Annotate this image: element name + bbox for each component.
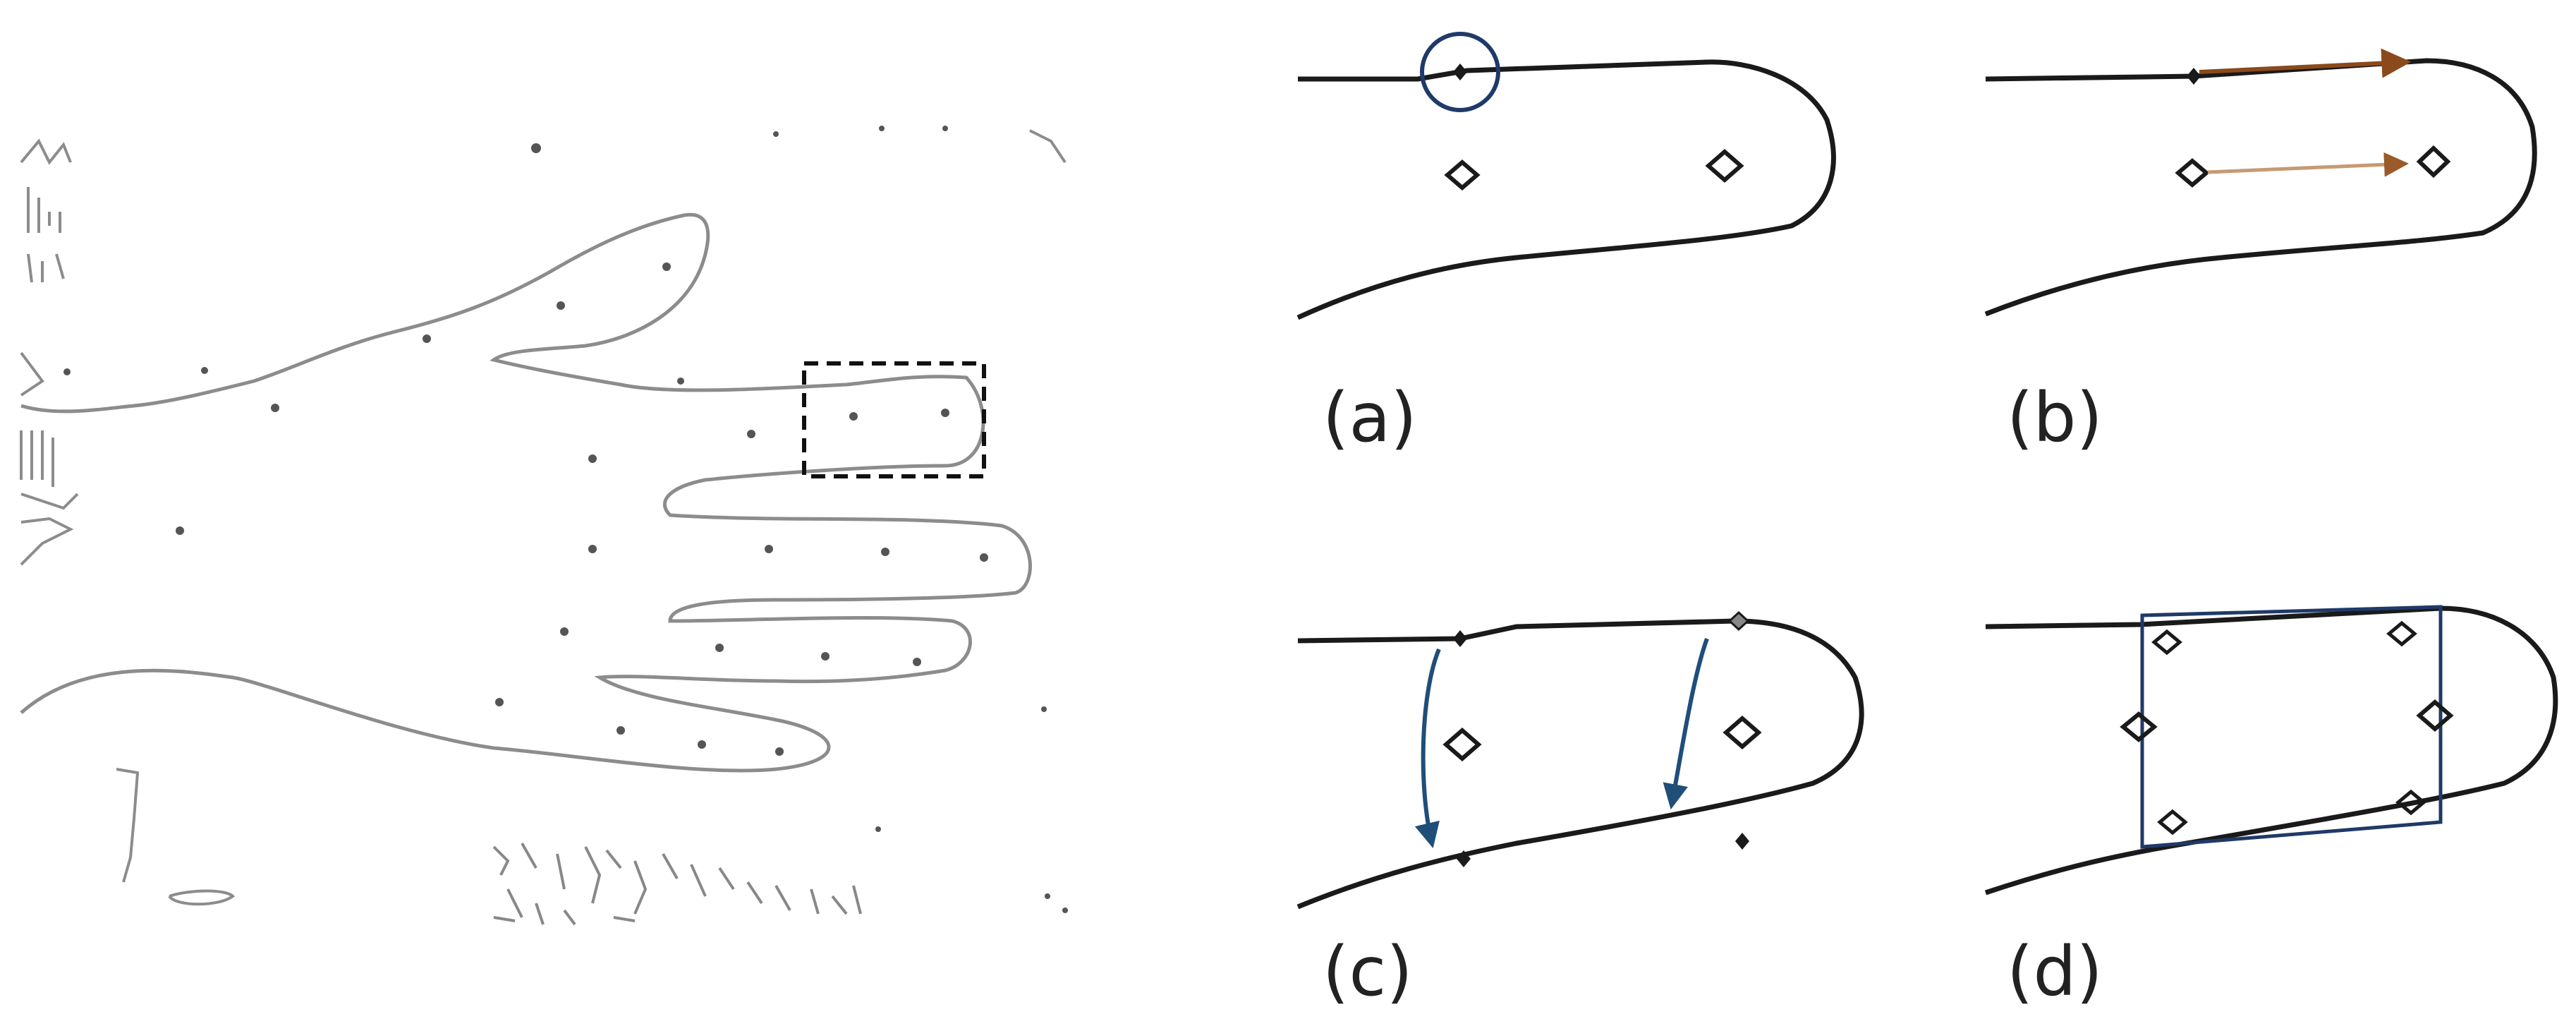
edge-noise-left (20, 129, 1067, 906)
finger-contour-d (1984, 605, 2558, 896)
landmark-marker-d3 (2120, 711, 2158, 742)
vertex-marker-c2 (1727, 610, 1750, 632)
landmark-marker-b2 (2416, 145, 2451, 179)
bounding-quad (2140, 605, 2443, 849)
panel-label-a: (a) (1323, 378, 1417, 457)
panel-label-b: (b) (2007, 378, 2103, 457)
landmark-marker-a2 (1705, 149, 1744, 183)
arrow-icon-b-top (2199, 48, 2412, 78)
vertex-marker-c1 (1453, 630, 1467, 647)
landmark-marker-c2 (1723, 716, 1762, 749)
vertex-marker-c4 (1735, 833, 1749, 850)
landmark-marker-d1 (2151, 629, 2182, 656)
panel-d: (d) (1984, 605, 2558, 1011)
hand-outline (20, 212, 1032, 773)
finger-contour-a (1296, 59, 1836, 320)
arrow-icon-c-right (1663, 637, 1709, 810)
hand-landmarks (63, 126, 1068, 913)
panel-c: (c) (1296, 610, 1864, 1011)
vertex-marker-a (1453, 64, 1467, 80)
landmark-marker-d4 (2416, 699, 2454, 732)
edge-noise-bottom (492, 843, 862, 926)
landmark-marker-d5 (2157, 809, 2188, 836)
hand-contour-image (20, 126, 1068, 926)
panel-a: (a) (1296, 32, 1836, 457)
highlight-circle (1420, 32, 1500, 112)
vertex-marker-c3 (1457, 850, 1471, 867)
panel-label-d: (d) (2007, 932, 2103, 1011)
landmark-marker-d6 (2395, 789, 2426, 816)
landmark-marker-b1 (2175, 158, 2210, 188)
panel-label-c: (c) (1323, 932, 1413, 1011)
arrow-icon-c-left (1414, 648, 1441, 849)
selected-finger-box (802, 361, 986, 478)
arrow-icon-b-middle (2207, 152, 2409, 177)
landmark-marker-d2 (2386, 620, 2417, 647)
landmark-marker-c1 (1442, 728, 1482, 761)
finger-contour-b (1984, 58, 2537, 317)
panel-b: (b) (1984, 48, 2537, 457)
landmark-marker-a1 (1444, 159, 1481, 191)
finger-contour-c (1296, 618, 1864, 910)
vertex-marker-b (2187, 68, 2201, 85)
